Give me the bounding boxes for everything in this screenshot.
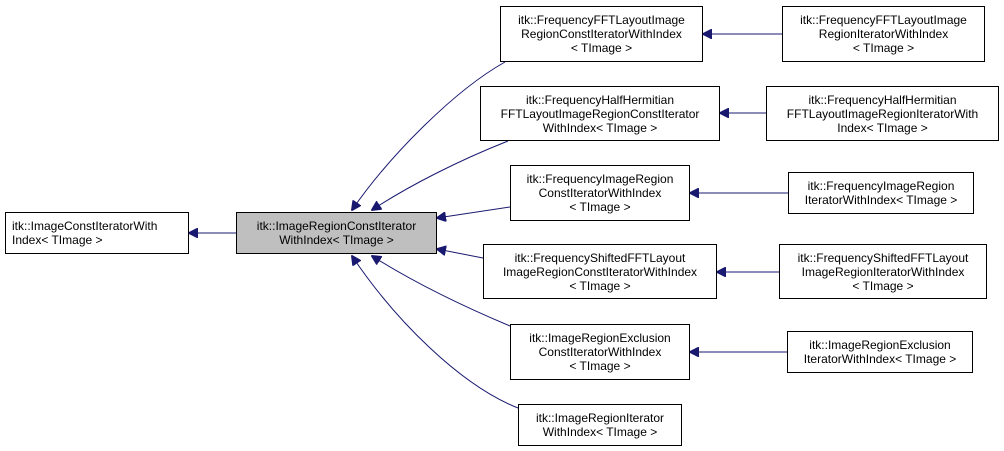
node-label-line: RegionIteratorWithIndex: [818, 27, 949, 41]
node-label-line: < TImage >: [569, 359, 631, 373]
node-label-line: Index< TImage >: [12, 233, 103, 247]
node-image-region-exclusion-iterator-with-index[interactable]: itk::ImageRegionExclusion IteratorWithIn…: [787, 331, 973, 373]
node-label-line: itk::ImageConstIteratorWith: [12, 219, 158, 233]
node-label-line: itk::FrequencyHalfHermitian: [525, 92, 675, 107]
edge-herm-const-to-focus: [372, 140, 509, 210]
node-frequency-half-hermitian-iterator-with-index[interactable]: itk::FrequencyHalfHermitian FFTLayoutIma…: [766, 86, 999, 141]
node-label-line: ImageRegionIteratorWithIndex: [801, 264, 965, 279]
node-frequency-shifted-fft-layout-const-iterator-with-index[interactable]: itk::FrequencyShiftedFFTLayout ImageRegi…: [483, 244, 717, 299]
node-frequency-half-hermitian-const-iterator-with-index[interactable]: itk::FrequencyHalfHermitian FFTLayoutIma…: [480, 86, 720, 141]
node-label-line: itk::ImageRegionExclusion: [809, 338, 951, 352]
edge-excl-const-to-focus: [372, 256, 511, 327]
node-label-line: itk::FrequencyHalfHermitian: [808, 92, 957, 107]
node-label-line: IteratorWithIndex< TImage >: [803, 352, 957, 366]
node-label-line: < TImage >: [569, 200, 631, 214]
node-label-line: FFTLayoutImageRegionIteratorWith: [786, 106, 979, 121]
node-label-line: < TImage >: [852, 41, 915, 55]
node-label-line: WithIndex< TImage >: [542, 425, 658, 439]
node-label-line: itk::ImageRegionIterator: [535, 411, 665, 425]
node-label-line: itk::FrequencyImageRegion: [526, 172, 674, 186]
node-image-region-const-iterator-with-index[interactable]: itk::ImageRegionConstIterator WithIndex<…: [236, 212, 437, 254]
node-label-line: itk::FrequencyFFTLayoutImage: [800, 13, 967, 27]
node-label-line: RegionConstIteratorWithIndex: [521, 27, 682, 41]
node-label-line: WithIndex< TImage >: [542, 120, 658, 135]
node-label-line: itk::FrequencyShiftedFFTLayout: [797, 250, 969, 265]
node-image-region-iterator-with-index[interactable]: itk::ImageRegionIterator WithIndex< TIma…: [518, 404, 682, 446]
node-label-line: itk::FrequencyImageRegion: [807, 179, 955, 193]
node-frequency-fft-layout-image-region-const-iterator-with-index[interactable]: itk::FrequencyFFTLayoutImage RegionConst…: [500, 6, 703, 62]
node-image-const-iterator-with-index[interactable]: itk::ImageConstIteratorWith Index< TImag…: [5, 212, 189, 254]
node-label-line: IteratorWithIndex< TImage >: [804, 193, 958, 207]
node-label-line: < TImage >: [570, 41, 633, 55]
node-label-line: ImageRegionConstIteratorWithIndex: [502, 264, 698, 279]
edge-shift-const-to-focus: [437, 249, 484, 259]
node-label-line: itk::FrequencyFFTLayoutImage: [518, 13, 685, 27]
node-label-line: itk::ImageRegionConstIterator: [256, 219, 417, 233]
node-label-line: ConstIteratorWithIndex: [538, 186, 662, 200]
node-label-line: < TImage >: [569, 278, 631, 293]
node-label-line: < TImage >: [852, 278, 914, 293]
node-frequency-image-region-iterator-with-index[interactable]: itk::FrequencyImageRegion IteratorWithIn…: [788, 172, 974, 214]
node-label-line: ConstIteratorWithIndex: [538, 345, 662, 359]
node-label-line: FFTLayoutImageRegionConstIterator: [500, 106, 700, 121]
edge-region-iter-to-focus: [352, 256, 519, 409]
node-frequency-fft-layout-image-region-iterator-with-index[interactable]: itk::FrequencyFFTLayoutImage RegionItera…: [782, 6, 985, 62]
node-frequency-shifted-fft-layout-iterator-with-index[interactable]: itk::FrequencyShiftedFFTLayout ImageRegi…: [779, 244, 987, 299]
edge-fft-const-to-focus: [352, 61, 506, 210]
node-label-line: Index< TImage >: [837, 120, 928, 135]
node-label-line: itk::FrequencyShiftedFFTLayout: [514, 250, 686, 265]
node-frequency-image-region-const-iterator-with-index[interactable]: itk::FrequencyImageRegion ConstIteratorW…: [510, 165, 690, 221]
node-label-line: itk::ImageRegionExclusion: [529, 331, 671, 345]
node-label-line: WithIndex< TImage >: [279, 233, 394, 247]
node-image-region-exclusion-const-iterator-with-index[interactable]: itk::ImageRegionExclusion ConstIteratorW…: [510, 324, 690, 380]
edge-freq-const-to-focus: [437, 206, 511, 218]
